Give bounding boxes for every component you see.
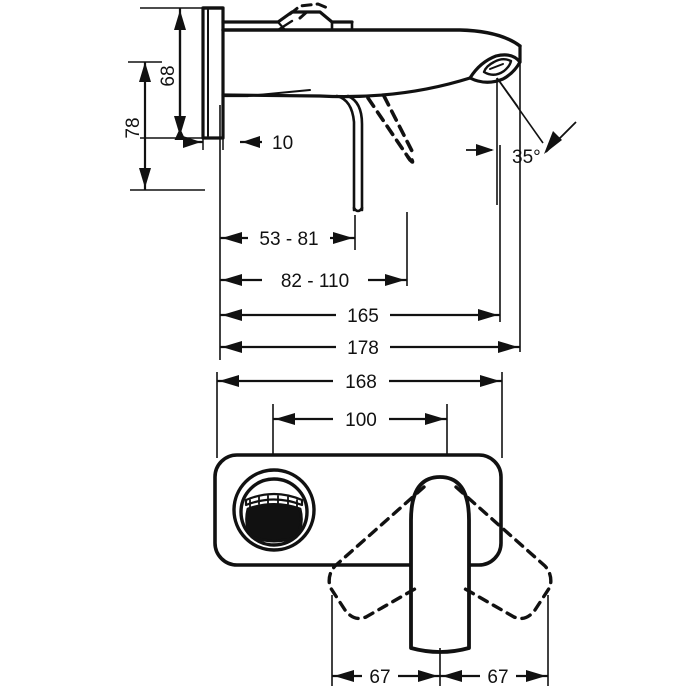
aerator-teeth [249,495,298,508]
dimension-label-35-degree: 35° [512,147,541,168]
front-elevation-view [213,453,553,654]
extension-lines-front-bottom [331,595,549,686]
lever-handle-raised-dashed [288,2,332,20]
dimension-label-53-81: 53 - 81 [259,229,318,250]
dimension-labels-side-horizontal: 53 - 81 82 - 110 165 178 [248,224,390,359]
dimension-label-78: 78 [123,117,144,138]
extension-lines-vertical [130,7,205,191]
spout-drop-tube [335,94,364,213]
dimension-68 [174,8,186,140]
spout-body-profile [221,28,522,99]
dimension-labels-front-bottom: 67 67 [362,662,516,688]
dimension-label-100: 100 [345,410,377,431]
spout-outlet-front [232,468,316,552]
dimension-label-10: 10 [272,133,293,154]
dimension-label-67-left: 67 [369,667,390,688]
dimension-78 [128,61,162,190]
dimension-label-165: 165 [347,306,379,327]
dimension-group-side-vertical [128,7,205,191]
concealed-stem-dashed [366,94,416,164]
dimension-label-67-right: 67 [487,667,508,688]
extension-lines-horizontal [219,62,521,360]
dimension-group-front-bottom [331,595,549,686]
dimension-label-168: 168 [345,372,377,393]
dimension-labels-front-top: 168 100 [333,367,389,431]
dimension-label-178: 178 [347,338,379,359]
extension-lines-front-top [216,372,503,460]
dimension-35-degree [466,77,577,205]
dimension-10 [183,134,262,150]
dimension-label-82-110: 82 - 110 [281,271,349,292]
lever-handle-front [409,475,471,654]
dimension-label-68: 68 [158,65,179,86]
